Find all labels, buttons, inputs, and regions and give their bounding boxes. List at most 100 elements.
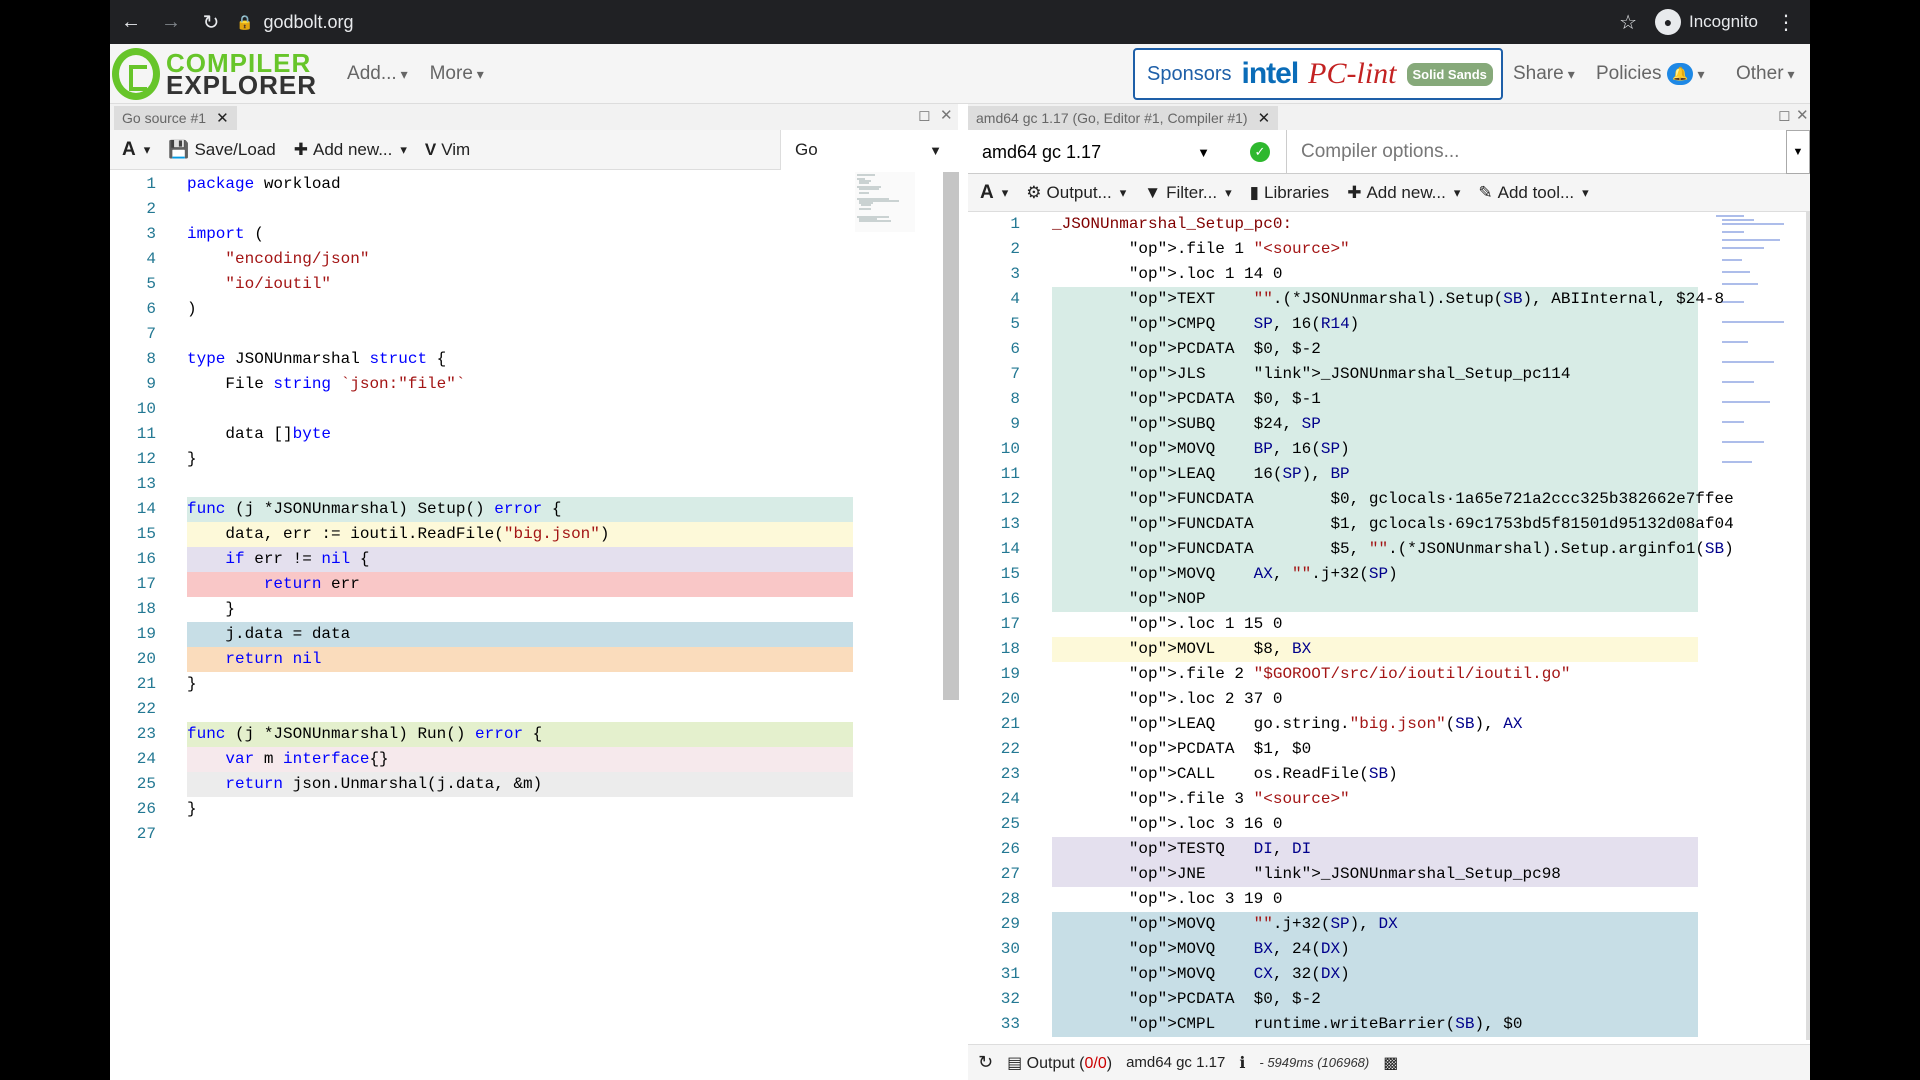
editor-line[interactable]: 26} xyxy=(110,797,940,822)
assembly-line[interactable]: 9 "op">SUBQ $24, SP xyxy=(968,412,1810,437)
save-load-button[interactable]: 💾 Save/Load xyxy=(168,140,275,160)
share-menu[interactable]: Share xyxy=(1513,44,1575,104)
maximize-icon[interactable]: ◻ xyxy=(1778,107,1791,124)
sponsors-banner[interactable]: Sponsors intel PC-lint Solid Sands xyxy=(1133,48,1503,100)
assembly-line[interactable]: 21 "op">LEAQ go.string."big.json"(SB), A… xyxy=(968,712,1810,737)
policies-menu[interactable]: Policies🔔 xyxy=(1596,44,1705,104)
add-tool-button[interactable]: ✎ Add tool... xyxy=(1478,183,1588,203)
assembly-line[interactable]: 3 "op">.loc 1 14 0 xyxy=(968,262,1810,287)
editor-line[interactable]: 15 data, err := ioutil.ReadFile("big.jso… xyxy=(110,522,940,547)
assembly-line[interactable]: 26 "op">TESTQ DI, DI xyxy=(968,837,1810,862)
chart-icon[interactable]: ▩ xyxy=(1383,1054,1399,1072)
tab-compiler[interactable]: amd64 gc 1.17 (Go, Editor #1, Compiler #… xyxy=(968,106,1279,130)
assembly-line[interactable]: 12 "op">FUNCDATA $0, gclocals·1a65e721a2… xyxy=(968,487,1810,512)
editor-line[interactable]: 19 j.data = data xyxy=(110,622,940,647)
editor-line[interactable]: 16 if err != nil { xyxy=(110,547,940,572)
editor-line[interactable]: 24 var m interface{} xyxy=(110,747,940,772)
editor-line[interactable]: 22 xyxy=(110,697,940,722)
tab-go-source[interactable]: Go source #1 ✕ xyxy=(114,106,237,130)
assembly-line[interactable]: 18 "op">MOVL $8, BX xyxy=(968,637,1810,662)
editor-line[interactable]: 13 xyxy=(110,472,940,497)
editor-line[interactable]: 20 return nil xyxy=(110,647,940,672)
editor-line[interactable]: 6) xyxy=(110,297,940,322)
more-menu[interactable]: More xyxy=(430,63,484,85)
assembly-minimap[interactable] xyxy=(1714,212,1794,482)
close-icon[interactable]: ✕ xyxy=(216,110,229,127)
editor-line[interactable]: 21} xyxy=(110,672,940,697)
editor-line[interactable]: 17 return err xyxy=(110,572,940,597)
editor-minimap[interactable] xyxy=(855,172,915,232)
info-icon[interactable]: ℹ xyxy=(1239,1054,1246,1072)
assembly-line[interactable]: 32 "op">PCDATA $0, $-2 xyxy=(968,987,1810,1012)
options-dropdown-icon[interactable]: ▼ xyxy=(1786,130,1810,174)
assembly-line[interactable]: 27 "op">JNE "link">_JSONUnmarshal_Setup_… xyxy=(968,862,1810,887)
assembly-line[interactable]: 1_JSONUnmarshal_Setup_pc0: xyxy=(968,212,1810,237)
close-pane-icon[interactable]: ✕ xyxy=(940,107,953,124)
reload-icon[interactable]: ↻ xyxy=(202,11,220,34)
editor-scrollbar[interactable] xyxy=(943,172,959,700)
libraries-button[interactable]: ▮ Libraries xyxy=(1250,183,1330,203)
close-icon[interactable]: ✕ xyxy=(1257,110,1271,127)
assembly-line[interactable]: 24 "op">.file 3 "<source>" xyxy=(968,787,1810,812)
recompile-icon[interactable]: ↻ xyxy=(978,1052,994,1072)
browser-menu-icon[interactable]: ⋮ xyxy=(1776,11,1796,34)
assembly-line[interactable]: 5 "op">CMPQ SP, 16(R14) xyxy=(968,312,1810,337)
editor-line[interactable]: 7 xyxy=(110,322,940,347)
vim-toggle[interactable]: V Vim xyxy=(425,140,470,160)
bookmark-star-icon[interactable]: ☆ xyxy=(1619,11,1637,34)
assembly-line[interactable]: 11 "op">LEAQ 16(SP), BP xyxy=(968,462,1810,487)
close-pane-icon[interactable]: ✕ xyxy=(1796,107,1809,124)
assembly-line[interactable]: 30 "op">MOVQ BX, 24(DX) xyxy=(968,937,1810,962)
language-select[interactable]: Go ▼ xyxy=(780,130,958,170)
compiler-explorer-logo[interactable]: COMPILER EXPLORER xyxy=(112,47,317,100)
incognito-indicator[interactable]: ● Incognito xyxy=(1655,9,1758,35)
assembly-line[interactable]: 4 "op">TEXT "".(*JSONUnmarshal).Setup(SB… xyxy=(968,287,1810,312)
assembly-line[interactable]: 10 "op">MOVQ BP, 16(SP) xyxy=(968,437,1810,462)
output-menu[interactable]: ⚙ Output... xyxy=(1026,183,1126,203)
font-size-button[interactable]: A xyxy=(122,139,150,161)
editor-line[interactable]: 11 data []byte xyxy=(110,422,940,447)
address-bar[interactable]: 🔒 godbolt.org xyxy=(236,12,354,33)
assembly-line[interactable]: 31 "op">MOVQ CX, 32(DX) xyxy=(968,962,1810,987)
assembly-scrollbar[interactable] xyxy=(1806,212,1810,1040)
assembly-line[interactable]: 6 "op">PCDATA $0, $-2 xyxy=(968,337,1810,362)
editor-line[interactable]: 18 } xyxy=(110,597,940,622)
other-menu[interactable]: Other xyxy=(1736,44,1795,104)
assembly-line[interactable]: 28 "op">.loc 3 19 0 xyxy=(968,887,1810,912)
add-new-button[interactable]: ✚ Add new... xyxy=(1347,183,1460,203)
assembly-line[interactable]: 17 "op">.loc 1 15 0 xyxy=(968,612,1810,637)
back-arrow-icon[interactable]: ← xyxy=(121,10,141,33)
filter-menu[interactable]: ▼ Filter... xyxy=(1144,183,1231,203)
assembly-line[interactable]: 16 "op">NOP xyxy=(968,587,1810,612)
editor-line[interactable]: 2 xyxy=(110,197,940,222)
assembly-line[interactable]: 33 "op">CMPL runtime.writeBarrier(SB), $… xyxy=(968,1012,1810,1037)
add-new-button[interactable]: ✚ Add new... xyxy=(294,140,407,160)
assembly-line[interactable]: 25 "op">.loc 3 16 0 xyxy=(968,812,1810,837)
font-size-button[interactable]: A xyxy=(980,182,1008,204)
editor-line[interactable]: 12} xyxy=(110,447,940,472)
assembly-line[interactable]: 8 "op">PCDATA $0, $-1 xyxy=(968,387,1810,412)
editor-line[interactable]: 27 xyxy=(110,822,940,847)
compile-success-icon[interactable]: ✓ xyxy=(1250,142,1270,162)
output-toggle[interactable]: ▤ Output (0/0) xyxy=(1007,1053,1112,1073)
assembly-line[interactable]: 20 "op">.loc 2 37 0 xyxy=(968,687,1810,712)
assembly-line[interactable]: 7 "op">JLS "link">_JSONUnmarshal_Setup_p… xyxy=(968,362,1810,387)
assembly-line[interactable]: 2 "op">.file 1 "<source>" xyxy=(968,237,1810,262)
assembly-output[interactable]: 1_JSONUnmarshal_Setup_pc0:2 "op">.file 1… xyxy=(968,212,1810,1040)
assembly-line[interactable]: 22 "op">PCDATA $1, $0 xyxy=(968,737,1810,762)
maximize-icon[interactable]: ◻ xyxy=(918,107,931,124)
compiler-select[interactable]: amd64 gc 1.17 ▼ xyxy=(968,130,1228,174)
add-menu[interactable]: Add... xyxy=(347,63,408,85)
editor-line[interactable]: 5 "io/ioutil" xyxy=(110,272,940,297)
compiler-options-input[interactable]: Compiler options... xyxy=(1286,130,1786,174)
editor-line[interactable]: 10 xyxy=(110,397,940,422)
editor-line[interactable]: 25 return json.Unmarshal(j.data, &m) xyxy=(110,772,940,797)
editor-line[interactable]: 9 File string `json:"file"` xyxy=(110,372,940,397)
assembly-line[interactable]: 14 "op">FUNCDATA $5, "".(*JSONUnmarshal)… xyxy=(968,537,1810,562)
assembly-line[interactable]: 19 "op">.file 2 "$GOROOT/src/io/ioutil/i… xyxy=(968,662,1810,687)
